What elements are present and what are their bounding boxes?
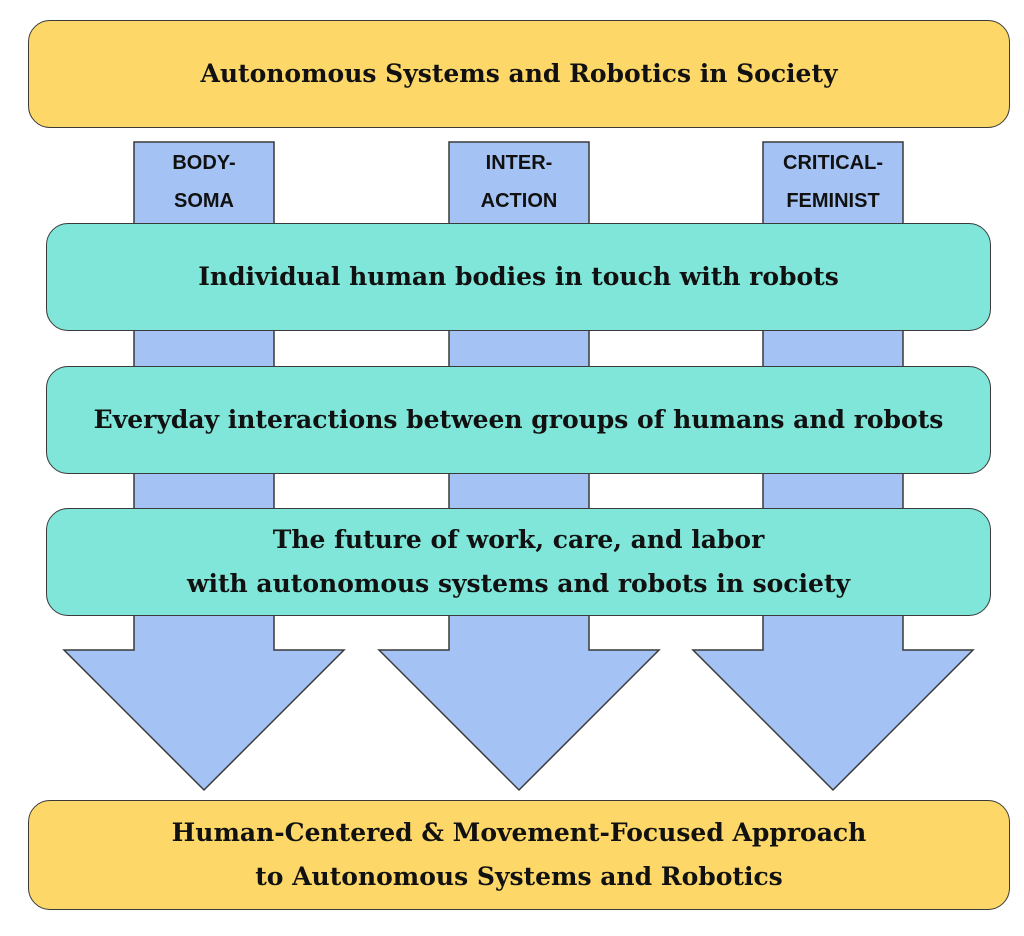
- layer-text: The future of work, care, and labor: [272, 525, 765, 554]
- layer-individual-bodies: Individual human bodies in touch with ro…: [46, 223, 991, 331]
- column-label-body-soma: BODY- SOMA: [134, 144, 274, 220]
- bottom-banner-text: to Autonomous Systems and Robotics: [255, 862, 783, 891]
- layer-text: Individual human bodies in touch with ro…: [198, 262, 839, 291]
- column-label-line: BODY-: [172, 152, 236, 174]
- column-label-line: FEMINIST: [786, 190, 880, 212]
- column-label-line: SOMA: [174, 190, 234, 212]
- layer-text: with autonomous systems and robots in so…: [186, 569, 851, 598]
- top-banner-title: Autonomous Systems and Robotics in Socie…: [200, 59, 838, 88]
- layer-everyday-interactions: Everyday interactions between groups of …: [46, 366, 991, 474]
- bottom-banner: Human-Centered & Movement-Focused Approa…: [28, 800, 1010, 910]
- layer-text: Everyday interactions between groups of …: [93, 405, 944, 434]
- layer-future-of-work: The future of work, care, and labor with…: [46, 508, 991, 616]
- column-label-line: INTER-: [485, 152, 553, 174]
- column-label-line: ACTION: [480, 190, 558, 212]
- column-label-line: CRITICAL-: [783, 152, 883, 174]
- column-label-interaction: INTER- ACTION: [449, 144, 589, 220]
- column-label-critical-feminist: CRITICAL- FEMINIST: [763, 144, 903, 220]
- bottom-banner-text: Human-Centered & Movement-Focused Approa…: [171, 818, 867, 847]
- top-banner: Autonomous Systems and Robotics in Socie…: [28, 20, 1010, 128]
